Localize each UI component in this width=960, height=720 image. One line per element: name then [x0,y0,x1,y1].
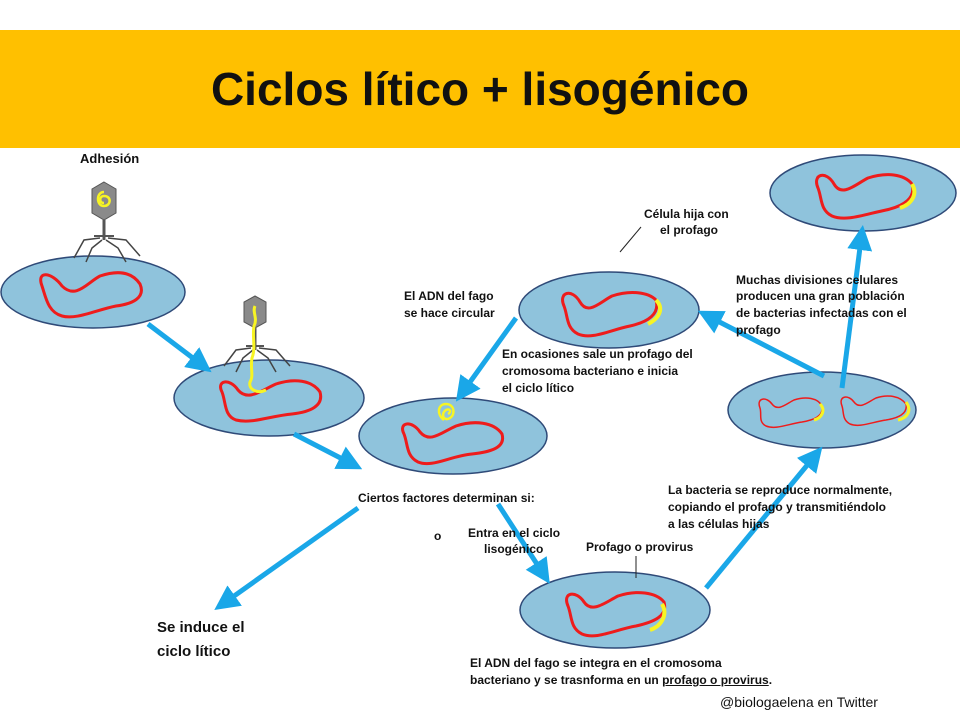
label-circular-line1: El ADN del fago [404,289,494,303]
cell-injection [173,359,365,437]
prophage [649,602,667,632]
label-lytic-line1: Se induce el [157,619,245,636]
bacterial-chromosome [401,421,505,466]
callout-line-hija [619,226,642,253]
label-divisions-line2: producen una gran población [736,289,905,303]
prophage [813,402,825,422]
credit-twitter: @biologaelena en Twitter [720,694,878,710]
cell-dividing [727,371,917,449]
bacterial-chromosome [39,271,143,319]
bacterial-chromosome [565,591,667,638]
phage-dna [96,190,111,208]
label-circular-line2: se hace circular [404,306,495,320]
cell-adhesion [0,255,186,329]
cell-daughter-top [518,271,700,349]
label-divisions-line1: Muchas divisiones celulares [736,273,899,287]
label-divisions-line4: profago [736,323,781,337]
label-factors: Ciertos factores determinan si: [358,491,535,505]
label-occasions-line2: cromosoma bacteriano e inicia [502,364,679,378]
arrow-to-lytic [214,505,360,611]
label-reproduce-line3: a las células hijas [668,517,770,531]
bacteriophage-injection [223,295,291,394]
label-prophage-provirus: Profago o provirus [586,540,694,554]
label-integrates-line1: El ADN del fago se integra en el cromoso… [470,656,722,670]
label-divisions-line3: de bacterias infectadas con el [736,306,907,320]
label-reproduce-line1: La bacteria se reproduce normalmente, [668,483,893,497]
label-period: . [768,673,773,687]
phage-dna-injected [248,305,267,394]
label-lytic-line2: ciclo lítico [157,643,231,660]
cell-circular-dna [358,397,548,475]
title-banner [0,30,960,148]
prophage [899,182,917,210]
label-lysogenic-line1: Entra en el ciclo [468,526,561,540]
arrow-to-circular [292,431,363,470]
prophage [897,401,911,422]
cell-large-population [769,154,957,232]
label-daughter-line1: Célula hija con [644,207,729,221]
label-occasions-line1: En ocasiones sale un profago del [502,347,693,361]
arrow-to-population [839,225,873,389]
arrow-back-to-circular [455,316,519,402]
label-integrates-line2: bacteriano y se trasnforma en un profago… [470,672,772,689]
arrow-to-lysogenic [495,502,550,584]
label-prophage-underlined: profago o provirus [662,673,769,687]
label-reproduce-line2: copiando el profago y transmitiéndolo [668,500,887,514]
arrow-to-daughter [697,310,826,379]
prophage [647,298,663,326]
arrow-to-dividing [704,446,823,590]
label-occasions-line3: el ciclo lítico [502,381,575,395]
arrow-to-injection [146,322,212,373]
cell-integrated [519,571,711,649]
bacterial-chromosome [219,379,323,423]
label-integrates-text: bacteriano y se trasnforma en un [470,673,663,687]
label-or: o [434,529,442,543]
page-title: Ciclos lítico + lisogénico [210,63,750,115]
phage-dna-circular [437,402,455,421]
label-lysogenic-line2: lisogénico [484,542,544,556]
bacteriophage-adhesion [73,181,141,263]
label-daughter-line2: el profago [660,223,719,237]
label-adhesion: Adhesión [80,151,140,166]
